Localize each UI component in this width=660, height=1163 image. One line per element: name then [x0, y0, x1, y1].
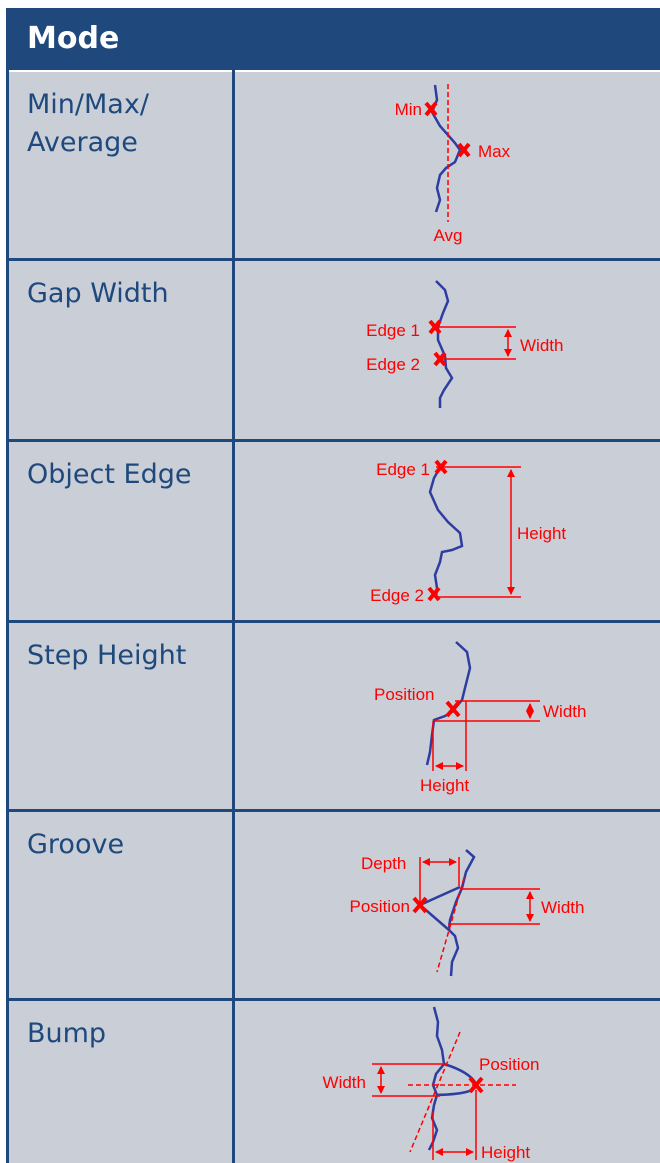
edge2-marker-icon	[427, 586, 441, 602]
row-label: Step Height	[27, 640, 187, 671]
width-label: Width	[323, 1073, 366, 1092]
min-marker-icon	[424, 101, 438, 117]
edge1-marker-icon	[434, 459, 448, 475]
width-label: Width	[541, 898, 584, 917]
header-title: Mode	[27, 21, 120, 56]
position-label: Position	[374, 685, 434, 704]
row-gap-width: Gap Width	[8, 261, 660, 439]
position-marker-icon	[468, 1076, 484, 1094]
row-label: Min/Max/ Average	[27, 89, 149, 158]
position-marker-icon	[412, 896, 428, 914]
diagram-bump: Position Width Height	[323, 1006, 539, 1162]
depth-label: Depth	[361, 854, 406, 873]
row-divider	[8, 998, 660, 1001]
table-header: Mode	[8, 8, 660, 70]
avg-label: Avg	[434, 226, 463, 245]
diagram-groove: Depth Position Width	[350, 849, 584, 977]
row-divider	[8, 809, 660, 812]
position-label: Position	[350, 897, 410, 916]
row-label: Groove	[27, 829, 125, 860]
edge1-label: Edge 1	[366, 321, 420, 340]
edge1-marker-icon	[428, 319, 442, 335]
row-divider	[8, 258, 660, 261]
row-object-edge: Object Edge	[8, 442, 660, 620]
row-min-max-average: Min/Max/ Average	[8, 72, 660, 258]
edge2-label: Edge 2	[366, 355, 420, 374]
slope-line	[436, 877, 465, 973]
width-label: Width	[520, 336, 563, 355]
max-label: Max	[478, 142, 511, 161]
edge1-label: Edge 1	[376, 460, 430, 479]
diagram-step-height: Position Width Height	[374, 641, 586, 795]
row-label: Bump	[27, 1018, 107, 1049]
row-divider	[8, 620, 660, 623]
slope-line	[409, 1031, 461, 1153]
row-label: Gap Width	[27, 278, 169, 309]
max-marker-icon	[457, 142, 471, 158]
profile-line	[447, 849, 476, 977]
profile-line	[427, 1006, 446, 1151]
table-left-border	[6, 8, 9, 1163]
edge2-marker-icon	[433, 351, 447, 367]
edge2-label: Edge 2	[370, 586, 424, 605]
profile-line	[428, 465, 464, 599]
position-marker-icon	[445, 700, 461, 718]
row-divider	[8, 439, 660, 442]
diagram-gap-width: Edge 1 Edge 2 Width	[366, 280, 563, 408]
diagram-object-edge: Edge 1 Height Edge 2	[370, 459, 566, 605]
row-bump: Bump	[8, 1001, 660, 1163]
row-groove: Groove	[8, 812, 660, 998]
row-step-height: Step Height	[8, 623, 660, 809]
height-label: Height	[481, 1143, 530, 1162]
position-label: Position	[479, 1055, 539, 1074]
diagram-min-max-average: Min Max Avg	[395, 84, 511, 245]
height-label: Height	[420, 776, 469, 795]
row-label: Object Edge	[27, 459, 192, 490]
column-divider	[232, 70, 235, 1163]
min-label: Min	[395, 100, 422, 119]
width-label: Width	[543, 702, 586, 721]
height-label: Height	[517, 524, 566, 543]
profile-line	[435, 280, 454, 408]
